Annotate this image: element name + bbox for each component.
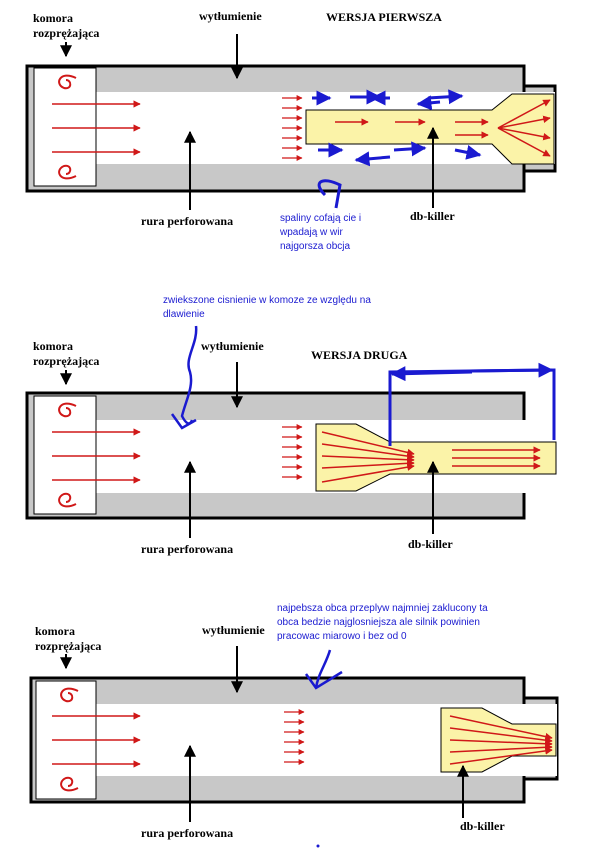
flow-arrow-icon: [497, 127, 551, 157]
note-line: obca bedzie najglosniejsza ale silnik po…: [277, 617, 480, 628]
diagram-1: komora rozprężająca wytłumienie WERSJA P…: [25, 9, 557, 252]
turbulence-arrows: [312, 89, 482, 167]
swirl-icon: [58, 402, 77, 418]
note-line: najpebsza obca przeplyw najmniej zakluco…: [277, 603, 488, 614]
flow-arrow-icon: [497, 115, 551, 129]
chamber-label: komora: [33, 11, 73, 25]
flow-arrows: [52, 99, 551, 157]
perforated-pipe-label: rura perforowana: [141, 826, 233, 840]
note-line: wpadają w wir: [279, 227, 343, 238]
flow-arrow-icon: [449, 739, 553, 748]
flow-arrow-icon: [321, 443, 415, 460]
note-line: spaliny cofają cie i: [280, 213, 361, 224]
perforated-pipe-label: rura perforowana: [141, 542, 233, 556]
damping-label: wytłumienie: [202, 623, 265, 637]
note-pointer: [314, 649, 332, 689]
note-line: dlawienie: [163, 309, 205, 320]
diagram-title: WERSJA PIERWSZA: [326, 10, 442, 24]
note-pointer: [317, 179, 342, 209]
flow-arrow-icon: [449, 727, 553, 744]
damping-label: wytłumienie: [199, 9, 262, 23]
expansion-chamber: [33, 395, 97, 515]
note-line: najgorsza obcja: [280, 241, 350, 252]
expansion-chamber: [33, 67, 97, 187]
chamber-label: komora: [35, 624, 75, 638]
chamber-label: rozprężająca: [35, 639, 101, 653]
flow-arrows: [52, 428, 541, 484]
dbkiller-label: db-killer: [410, 209, 455, 223]
damping-label: wytłumienie: [201, 339, 264, 353]
flow-arrow-icon: [321, 463, 415, 483]
note-line: zwiekszone cisnienie w komoze ze względu…: [163, 295, 371, 306]
flow-arrows: [52, 712, 553, 768]
swirl-icon: [58, 164, 77, 180]
flow-arrow-icon: [449, 743, 553, 753]
db-killer-insert: [440, 707, 557, 773]
flow-arrow-icon: [321, 431, 415, 457]
flow-arrow-icon: [449, 747, 553, 765]
swirl-icon: [58, 492, 77, 508]
perforation-arrows: [284, 709, 305, 765]
chamber-label: komora: [33, 339, 73, 353]
flow-arrow-icon: [321, 459, 415, 469]
perforation-arrows: [282, 95, 303, 161]
note-pointer: [180, 325, 198, 425]
dbkiller-label: db-killer: [408, 537, 453, 551]
stray-dot: [316, 844, 320, 848]
diagram-title: WERSJA DRUGA: [311, 348, 408, 362]
swirl-icon: [60, 776, 79, 792]
perforated-pipe-label: rura perforowana: [141, 214, 233, 228]
note-line: pracowac miarowo i bez od 0: [277, 631, 407, 642]
diagram-3: najpebsza obca przeplyw najmniej zakluco…: [29, 603, 559, 840]
swirl-icon: [60, 687, 79, 703]
db-killer-insert: [315, 423, 557, 492]
flow-arrow-icon: [497, 99, 551, 129]
perforation-arrows: [282, 424, 303, 480]
flow-arrow-icon: [449, 715, 553, 741]
chamber-label: rozprężająca: [33, 26, 99, 40]
swirl-icon: [58, 74, 77, 90]
diagram-2: zwiekszone cisnienie w komoze ze względu…: [25, 295, 557, 556]
flow-arrow-icon: [321, 455, 415, 464]
dbkiller-label: db-killer: [460, 819, 505, 833]
chamber-label: rozprężająca: [33, 354, 99, 368]
flow-arrow-icon: [497, 127, 551, 141]
